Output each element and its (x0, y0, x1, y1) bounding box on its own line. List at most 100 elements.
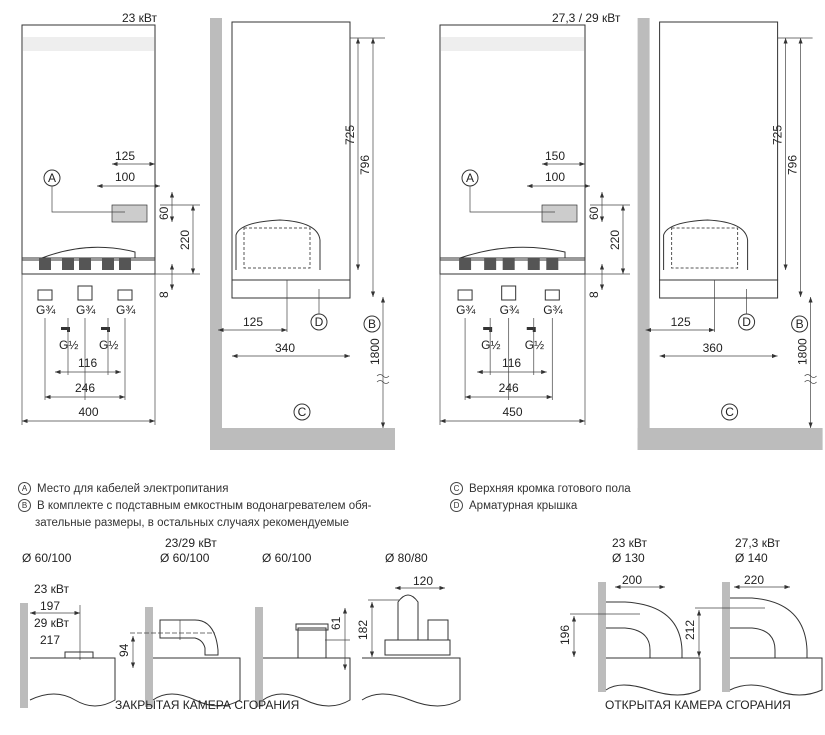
boiler-icon (501, 285, 517, 301)
marker-a: A (18, 482, 31, 495)
tap-icon (526, 327, 536, 332)
dim-label: 796 (786, 155, 800, 175)
flue-width: 220 (744, 573, 764, 587)
flue-distance: 197 (40, 599, 60, 613)
tap-icon (61, 327, 70, 332)
flue-height: 196 (558, 625, 572, 645)
flue-power: 29 кВт (34, 616, 70, 630)
flue-diameter: Ø 140 (735, 551, 768, 565)
radiator-icon (117, 289, 133, 301)
dim-label: 100 (545, 170, 565, 184)
dim-label: 725 (771, 125, 785, 145)
thread-label: G¾ (500, 303, 520, 317)
closed-chamber-title: ЗАКРЫТАЯ КАМЕРА СГОРАНИЯ (115, 698, 299, 712)
flue-diameter: Ø 60/100 (22, 551, 72, 565)
legend-text: зательные размеры, в остальных случаях р… (35, 516, 350, 529)
tap-icon (101, 327, 110, 332)
dim-label: 450 (503, 405, 523, 419)
thread-label: G¾ (543, 303, 563, 317)
thread-label: G½ (481, 338, 500, 352)
thread-label: G¾ (116, 303, 136, 317)
dim-label: 100 (115, 170, 135, 184)
legend-text: В комплекте с подставным емкостным водон… (37, 499, 372, 512)
radiator-icon (457, 289, 473, 301)
dim-label: 246 (75, 381, 95, 395)
flue-distance: 217 (40, 633, 60, 647)
dim-label: 8 (157, 291, 171, 298)
dim-label: 60 (587, 206, 601, 220)
flue-diameter: Ø 60/100 (262, 551, 312, 565)
side-view: 725 796 1800 B C D 125 340 (210, 18, 395, 450)
thread-label: G½ (59, 338, 78, 352)
legend-item-b-cont: зательные размеры, в остальных случаях р… (18, 514, 372, 531)
marker-d: D (315, 315, 324, 329)
dim-label: 150 (545, 149, 565, 163)
open-chamber-title: ОТКРЫТАЯ КАМЕРА СГОРАНИЯ (605, 698, 791, 712)
dim-label: 125 (115, 149, 135, 163)
tap-icon (483, 327, 493, 332)
dim-label: 1800 (796, 338, 810, 365)
dim-label: 60 (157, 206, 171, 220)
dim-label: 125 (243, 315, 263, 329)
boiler-icon (77, 285, 93, 301)
legend-right: C Верхняя кромка готового пола D Арматурна… (450, 480, 631, 514)
legend-text: Верхняя кромка готового пола (469, 482, 631, 495)
marker-b: B (368, 317, 376, 331)
flue-open-2: 27,3 кВт Ø 140 220 212 (683, 536, 823, 696)
thread-label: G¾ (456, 303, 476, 317)
panel-title: 27,3 / 29 кВт (552, 11, 621, 25)
marker-d: D (450, 499, 463, 512)
panel-title: 23 кВт (122, 11, 158, 25)
flue-power: 23/29 кВт (165, 536, 217, 550)
marker-d: D (742, 315, 751, 329)
flue-height: 182 (356, 620, 370, 640)
legend-text: Арматурная крышка (469, 499, 578, 512)
marker-a: A (48, 171, 56, 185)
legend-item-d: D Арматурная крышка (450, 497, 631, 514)
dim-label: 796 (358, 155, 372, 175)
legend-item-b: B В комплекте с подставным емкостным водо… (18, 497, 372, 514)
marker-c: C (298, 405, 307, 419)
flue-closed-4: Ø 80/80 120 182 (356, 551, 461, 707)
radiator-icon (544, 289, 560, 301)
marker-b: B (18, 499, 31, 512)
flue-diameter: Ø 60/100 (160, 551, 210, 565)
flue-power: 23 кВт (612, 536, 648, 550)
flue-height: 94 (117, 643, 131, 657)
dim-label: 1800 (368, 338, 382, 365)
dim-label: 220 (608, 230, 622, 250)
dim-label: 220 (178, 230, 192, 250)
dim-label: 246 (499, 381, 519, 395)
flue-closed-3: Ø 60/100 61 (255, 551, 351, 707)
dim-label: 116 (78, 356, 97, 370)
radiator-icon (37, 289, 53, 301)
marker-c: C (450, 482, 463, 495)
legend-item-c: C Верхняя кромка готового пола (450, 480, 631, 497)
legend-text: Место для кабелей электропитания (37, 482, 229, 495)
dim-label: 725 (343, 125, 357, 145)
flue-diameter: Ø 80/80 (385, 551, 428, 565)
flue-diameter: Ø 130 (612, 551, 645, 565)
legend-item-a: A Место для кабелей электропитания (18, 480, 372, 497)
dim-label: 116 (502, 356, 521, 370)
side-view: 725 796 1800 B C D 125 360 (637, 18, 823, 450)
legend-left: A Место для кабелей электропитания B В ком… (18, 480, 372, 531)
dim-label: 340 (275, 341, 295, 355)
dim-label: 400 (79, 405, 99, 419)
flue-open-1: 23 кВт Ø 130 200 196 (558, 536, 701, 696)
marker-a: A (466, 171, 474, 185)
thread-label: G¾ (76, 303, 96, 317)
marker-b: B (796, 317, 804, 331)
flue-width: 200 (622, 573, 642, 587)
flue-height: 61 (329, 616, 343, 630)
dim-label: 8 (587, 291, 601, 298)
thread-label: G¾ (36, 303, 56, 317)
flue-closed-2: 23/29 кВт Ø 60/100 94 (117, 536, 241, 707)
dim-label: 125 (671, 315, 691, 329)
